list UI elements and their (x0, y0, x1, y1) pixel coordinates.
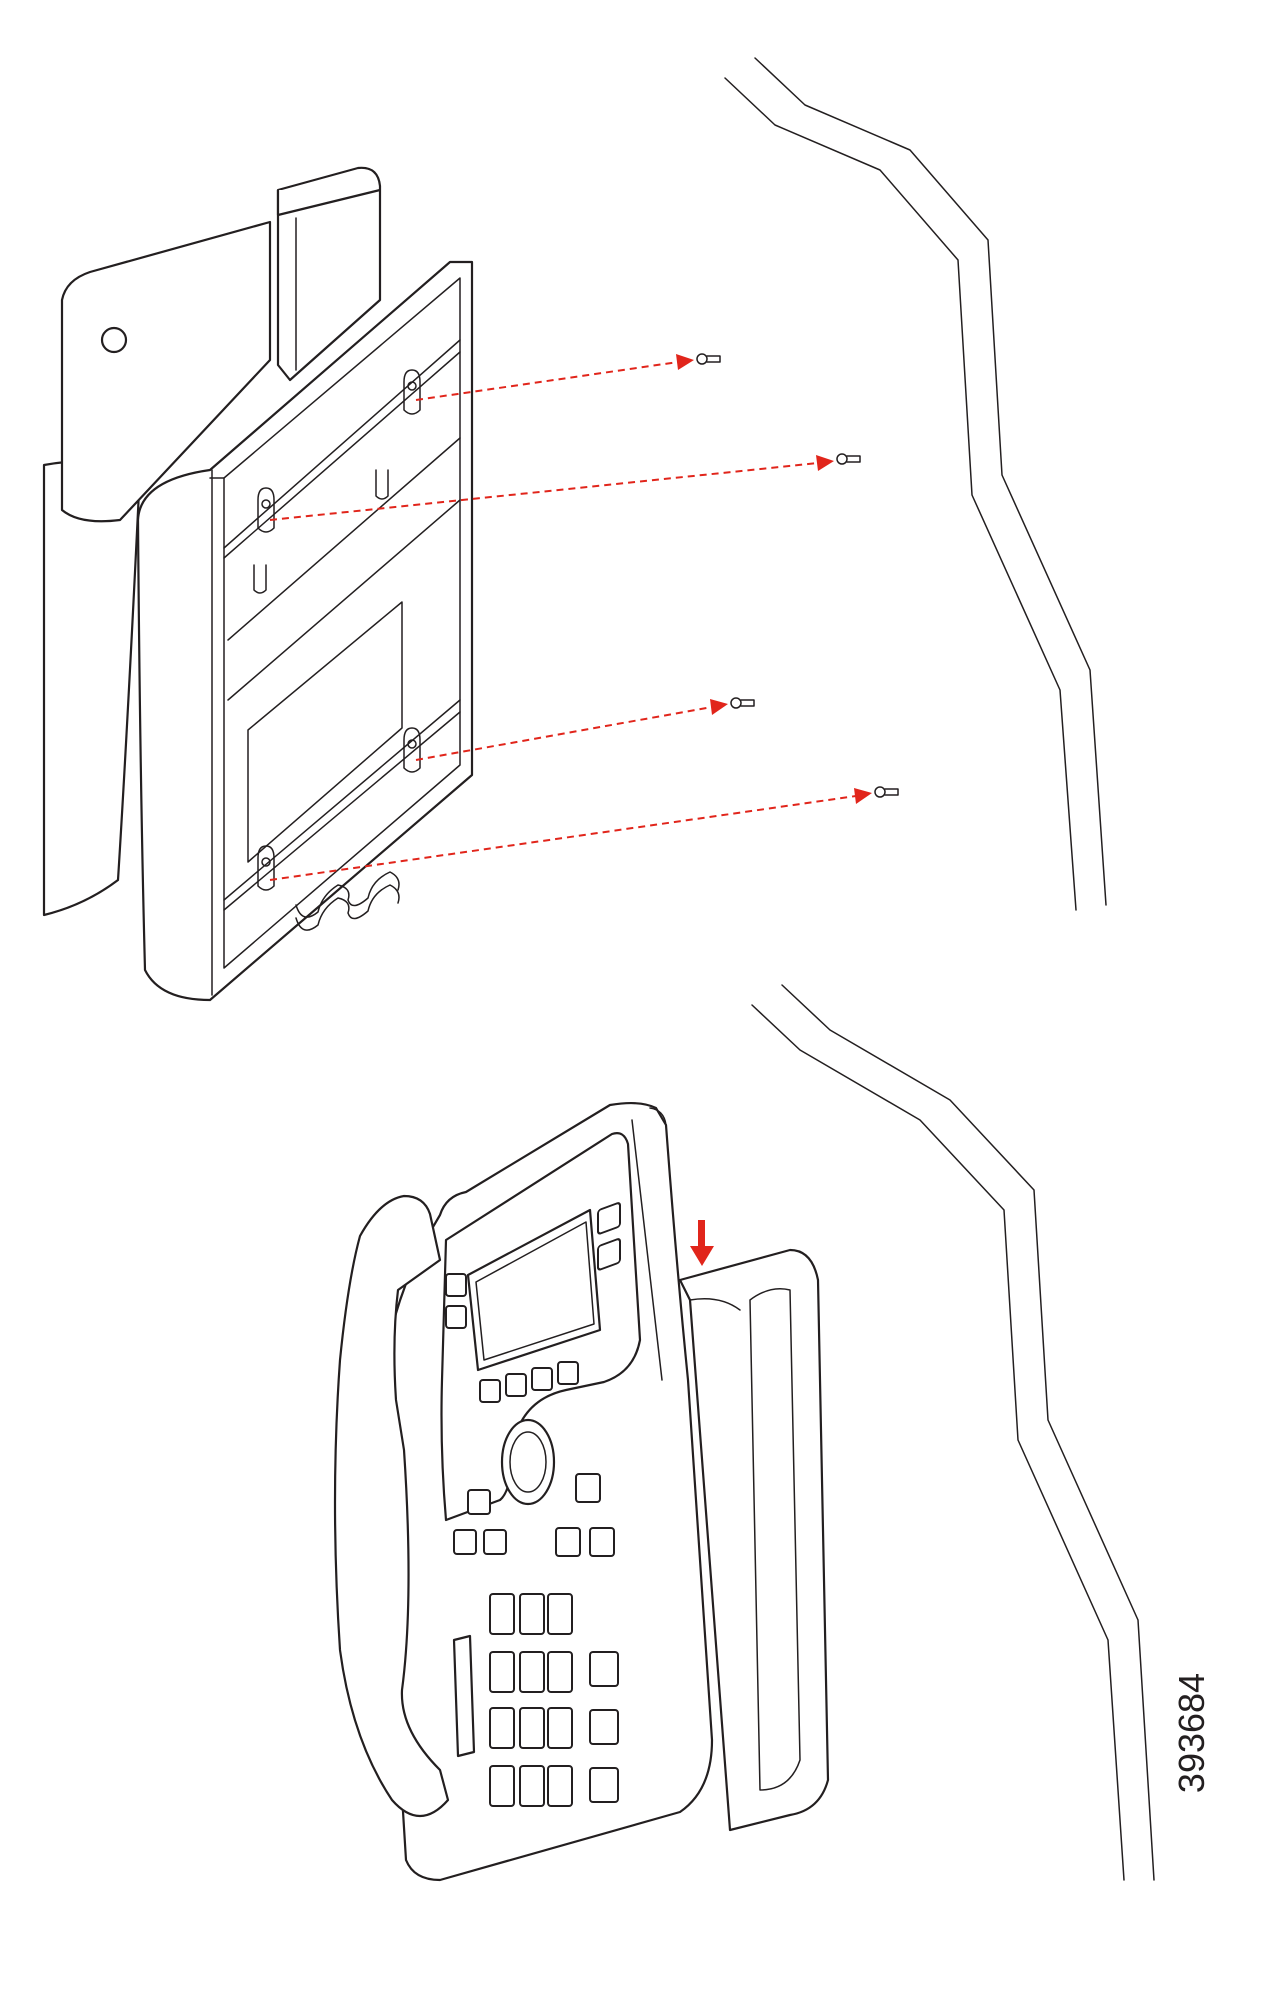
screw (696, 353, 721, 365)
screw (874, 786, 899, 798)
push-down-arrow (690, 1220, 714, 1266)
side-keys (589, 1651, 619, 1803)
keyhole-slot (403, 727, 421, 773)
phone-back-body (60, 166, 382, 523)
keyhole-slot (257, 845, 275, 891)
display-screen (466, 1208, 602, 1372)
keyhole-slot (403, 369, 421, 415)
volume-slot (452, 1634, 476, 1758)
navigation-cluster (500, 1418, 556, 1506)
feature-keys (453, 1473, 615, 1557)
screw (730, 697, 755, 709)
line-keys-right (597, 1202, 621, 1271)
figure-id-label: 393684 (1171, 1672, 1212, 1794)
alignment-arrow (415, 699, 728, 761)
keyhole-slot (257, 487, 275, 533)
phone-handset (333, 1194, 450, 1817)
alignment-arrow (415, 354, 694, 401)
line-keys-left (445, 1273, 467, 1329)
wall-lower (751, 984, 1155, 1881)
wall-upper (724, 57, 1107, 911)
screw (836, 453, 861, 465)
keypad (489, 1593, 573, 1807)
phone-back-handset (42, 459, 142, 917)
wall-plate (136, 260, 474, 1002)
alignment-arrow (269, 788, 872, 881)
softkeys (479, 1361, 579, 1403)
wall-plate-lower (678, 1248, 830, 1832)
alignment-arrow (269, 455, 834, 521)
